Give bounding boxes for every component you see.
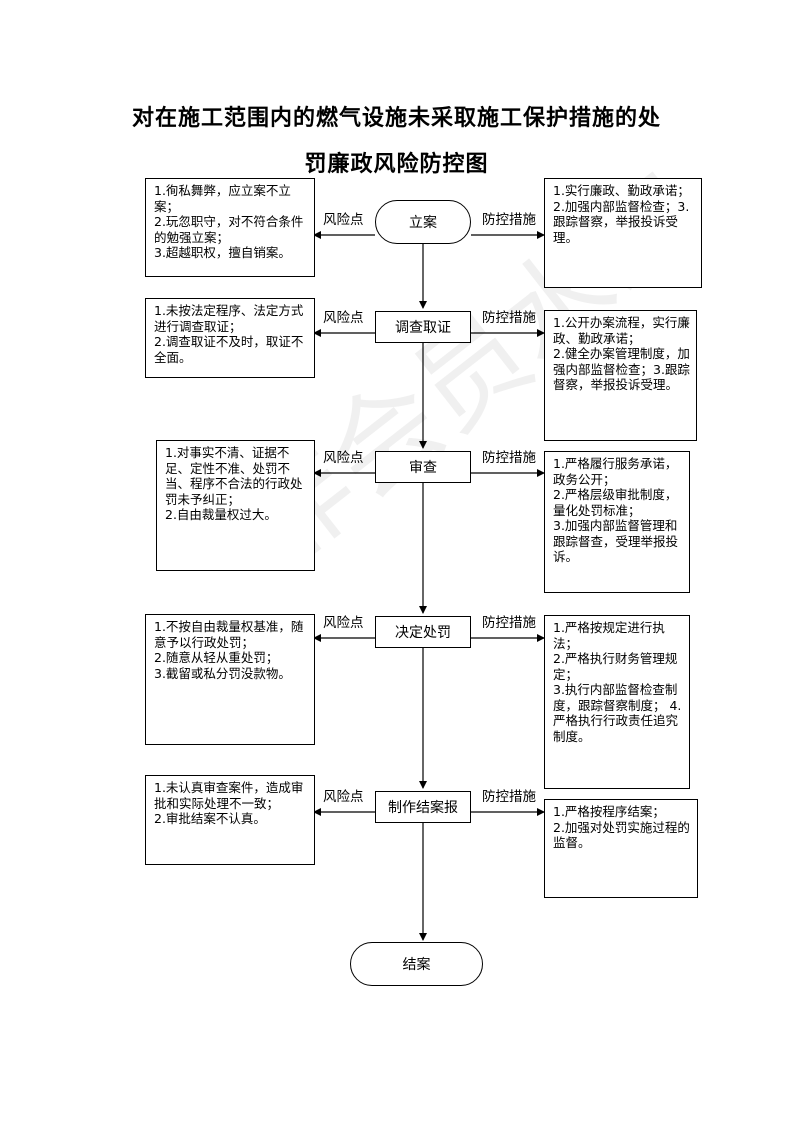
control-label: 防控措施 xyxy=(482,450,536,466)
step-review: 审查 xyxy=(375,451,471,483)
control-box-closing-report: 1.严格按程序结案； 2.加强对处罚实施过程的监督。 xyxy=(544,799,698,898)
step-filing: 立案 xyxy=(375,200,471,244)
risk-box-filing: 1.徇私舞弊，应立案不立案； 2.玩忽职守，对不符合条件的勉强立案； 3.超越职… xyxy=(145,178,315,277)
page-title-line-2: 罚廉政风险防控图 xyxy=(304,152,489,177)
control-box-filing: 1.实行廉政、勤政承诺；2.加强内部监督检查；3.跟踪督察，举报投诉受理。 xyxy=(544,178,702,288)
step-investigation: 调查取证 xyxy=(375,311,471,343)
step-penalty-decision: 决定处罚 xyxy=(375,616,471,648)
risk-box-investigation: 1.未按法定程序、法定方式进行调查取证； 2.调查取证不及时，取证不全面。 xyxy=(145,298,315,378)
risk-box-penalty-decision: 1.不按自由裁量权基准，随意予以行政处罚； 2.随意从轻从重处罚； 3.截留或私… xyxy=(145,614,315,745)
control-label: 防控措施 xyxy=(482,310,536,326)
step-case-closed: 结案 xyxy=(350,942,483,986)
risk-label: 风险点 xyxy=(323,310,364,326)
risk-label: 风险点 xyxy=(323,450,364,466)
control-box-penalty-decision: 1.严格按规定进行执法； 2.严格执行财务管理规定； 3.执行内部监督检查制度，… xyxy=(544,615,690,789)
risk-label: 风险点 xyxy=(323,615,364,631)
control-box-review: 1.严格履行服务承诺，政务公开； 2.严格层级审批制度，量化处罚标准； 3.加强… xyxy=(544,451,690,593)
control-label: 防控措施 xyxy=(482,212,536,228)
control-box-investigation: 1.公开办案流程，实行廉政、勤政承诺； 2.健全办案管理制度，加强内部监督检查；… xyxy=(544,310,697,441)
risk-label: 风险点 xyxy=(323,212,364,228)
control-label: 防控措施 xyxy=(482,615,536,631)
risk-label: 风险点 xyxy=(323,789,364,805)
control-label: 防控措施 xyxy=(482,789,536,805)
page-title-line-1: 对在施工范围内的燃气设施未采取施工保护措施的处 xyxy=(131,106,661,131)
step-closing-report: 制作结案报 xyxy=(375,791,471,823)
risk-box-review: 1.对事实不清、证据不足、定性不准、处罚不当、程序不合法的行政处罚未予纠正； 2… xyxy=(156,440,315,571)
risk-box-closing-report: 1.未认真审查案件，造成审批和实际处理不一致； 2.审批结案不认真。 xyxy=(145,775,315,865)
